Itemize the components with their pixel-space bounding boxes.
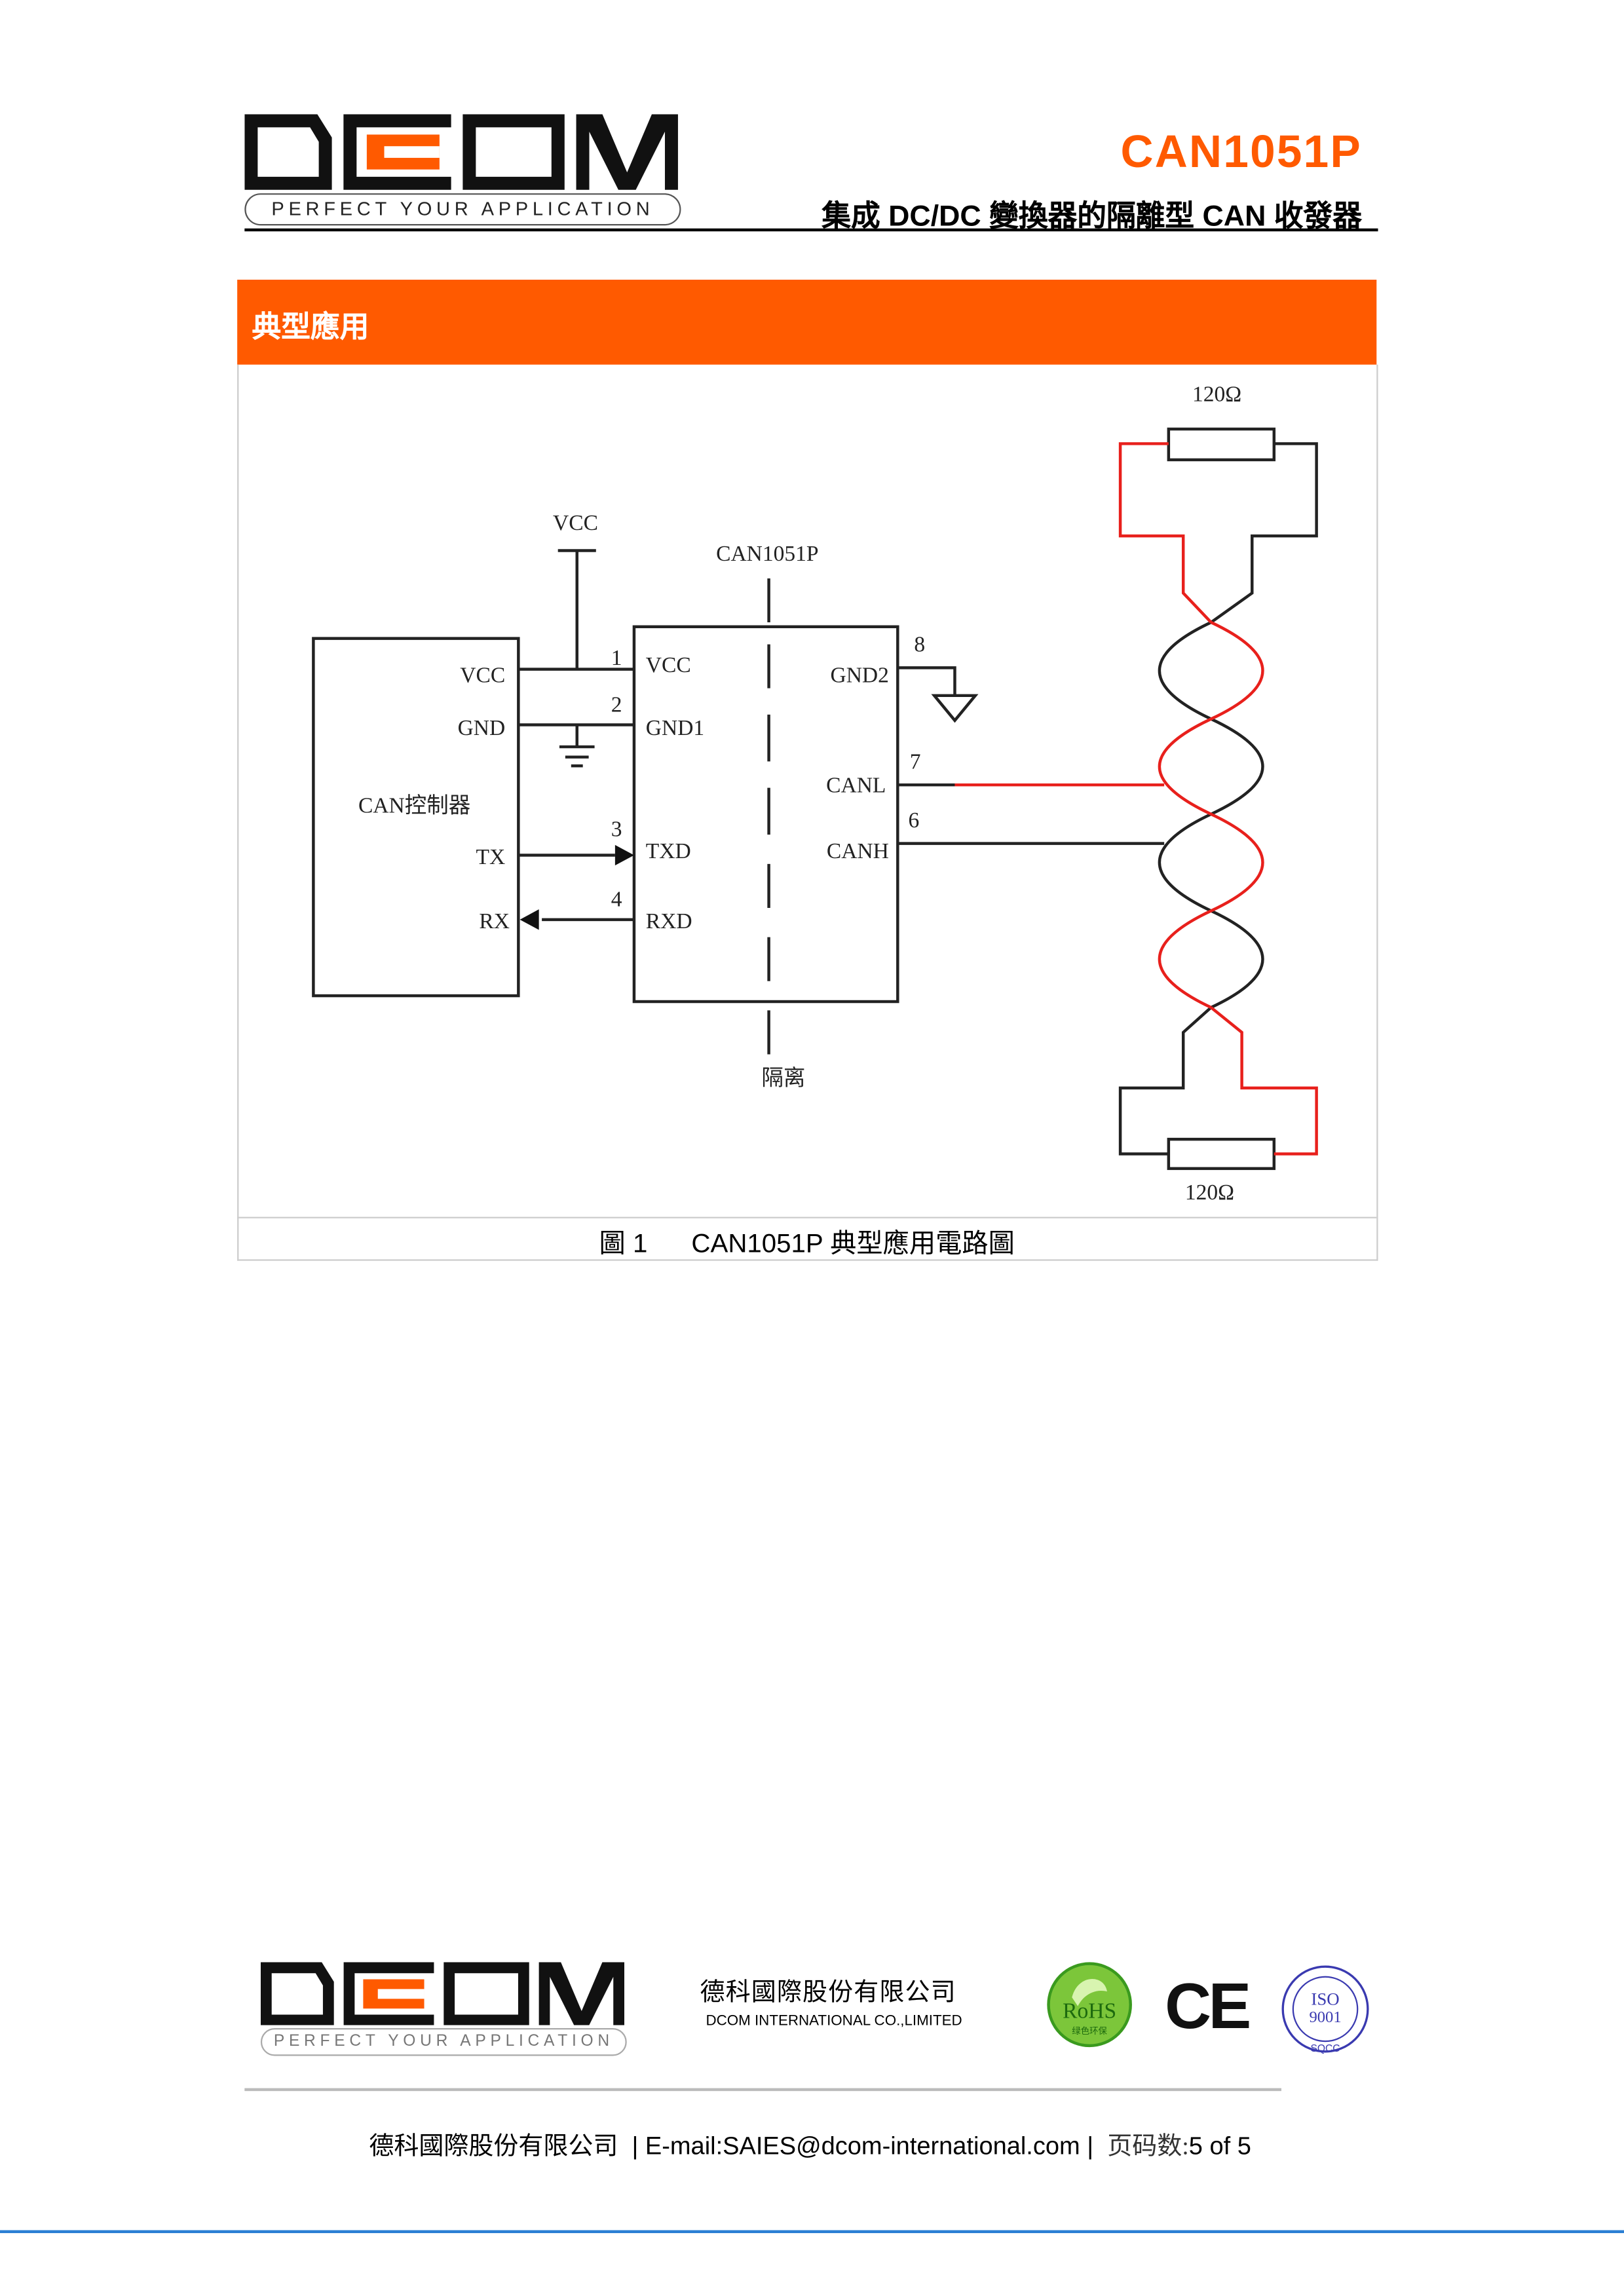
- chip-pin-canl: CANL: [826, 773, 886, 797]
- pin-number-6: 6: [909, 808, 920, 833]
- figure-frame: [237, 364, 1378, 1261]
- bottom-black-wire: [1118, 1006, 1213, 1156]
- resistor-bottom-label: 120Ω: [1185, 1180, 1234, 1205]
- chip-pin-canh: CANH: [827, 839, 889, 863]
- svg-text:ISO: ISO: [1311, 1989, 1339, 2008]
- termination-resistor-bottom: [1167, 1137, 1276, 1171]
- top-red-wire: [1118, 442, 1213, 624]
- ground-symbol: [518, 723, 634, 768]
- controller-name: CAN控制器: [358, 794, 470, 818]
- svg-text:RoHS: RoHS: [1063, 1999, 1116, 2023]
- dcom-logo-mark: [244, 114, 678, 190]
- product-name: CAN1051P: [1120, 126, 1362, 178]
- footer-logo-tagline: PERFECT YOUR APPLICATION: [260, 2028, 627, 2057]
- vcc-rail-symbol: [557, 549, 596, 669]
- bottom-red-wire: [1210, 1006, 1318, 1156]
- caption-number: 圖 1: [599, 1228, 648, 1258]
- certification-badges: RoHS 绿色环保 CE ISO 9001 SQCC: [1047, 1962, 1369, 2054]
- controller-pin-tx: TX: [476, 845, 506, 869]
- footer-company: 德科國際股份有限公司: [369, 2132, 618, 2160]
- svg-text:9001: 9001: [1309, 2008, 1341, 2026]
- footer-line: 德科國際股份有限公司 | E-mail:SAIES@dcom-internati…: [369, 2132, 1251, 2160]
- footer-page-label: 页码数:: [1107, 2132, 1189, 2160]
- controller-pin-gnd: GND: [458, 716, 506, 740]
- ce-mark-icon: CE: [1165, 1970, 1249, 2042]
- chip-pin-rxd: RXD: [646, 909, 692, 933]
- bottom-blue-rule: [0, 2230, 1624, 2233]
- header-rule: [244, 228, 1378, 232]
- chip-pin-vcc: VCC: [646, 653, 691, 677]
- company-name-en: DCOM INTERNATIONAL CO.,LIMITED: [706, 2013, 962, 2030]
- pin-number-7: 7: [910, 750, 921, 774]
- footer-logo-mark: [260, 1962, 624, 2026]
- rohs-icon: RoHS 绿色环保: [1047, 1962, 1132, 2048]
- caption-text: CAN1051P 典型應用電路圖: [691, 1228, 1015, 1258]
- chip-pin-gnd1: GND1: [646, 716, 704, 740]
- controller-pin-rx: RX: [479, 909, 510, 933]
- termination-resistor-top: [1167, 427, 1276, 462]
- chip-name-label: CAN1051P: [716, 542, 818, 566]
- figure-caption: 圖 1 CAN1051P 典型應用電路圖: [237, 1223, 1376, 1261]
- svg-text:SQCC: SQCC: [1310, 2043, 1340, 2054]
- pin-number-3: 3: [611, 817, 622, 841]
- svg-text:绿色环保: 绿色环保: [1072, 2025, 1107, 2037]
- dcom-logo: PERFECT YOUR APPLICATION: [244, 114, 681, 225]
- product-subtitle: 集成 DC/DC 變換器的隔離型 CAN 收發器: [821, 200, 1362, 233]
- resistor-top-label: 120Ω: [1192, 382, 1241, 406]
- footer-page-number: 5 of 5: [1188, 2132, 1251, 2160]
- footer-rule: [244, 2088, 1281, 2092]
- section-title: 典型應用: [252, 312, 369, 345]
- isolation-label: 隔离: [761, 1066, 805, 1090]
- chip-pin-txd: TXD: [646, 839, 691, 863]
- company-name-cn: 德科國際股份有限公司: [700, 1978, 956, 2006]
- rx-arrow-icon: [519, 909, 539, 930]
- logo-tagline: PERFECT YOUR APPLICATION: [244, 193, 681, 225]
- iso-9001-icon: ISO 9001 SQCC: [1281, 1965, 1369, 2054]
- section-header: 典型應用: [237, 279, 1377, 365]
- controller-pin-vcc: VCC: [460, 664, 505, 688]
- twisted-pair-canl: [1158, 621, 1264, 1009]
- pin-number-1: 1: [611, 646, 622, 670]
- vcc-rail-label: VCC: [553, 511, 598, 535]
- footer-email[interactable]: E-mail:SAIES@dcom-international.com: [645, 2132, 1080, 2160]
- chip-pin-gnd2: GND2: [831, 664, 889, 688]
- gnd2-symbol: [897, 666, 979, 723]
- footer-dcom-logo: PERFECT YOUR APPLICATION: [260, 1962, 627, 2057]
- caption-divider: [237, 1216, 1377, 1218]
- tx-arrow-icon: [614, 844, 634, 866]
- chip-box: [632, 625, 899, 1004]
- pin-number-2: 2: [611, 692, 622, 717]
- can-controller-box: [312, 637, 520, 998]
- top-black-wire: [1210, 442, 1318, 624]
- pin-number-4: 4: [611, 888, 622, 912]
- pin-number-8: 8: [914, 633, 925, 657]
